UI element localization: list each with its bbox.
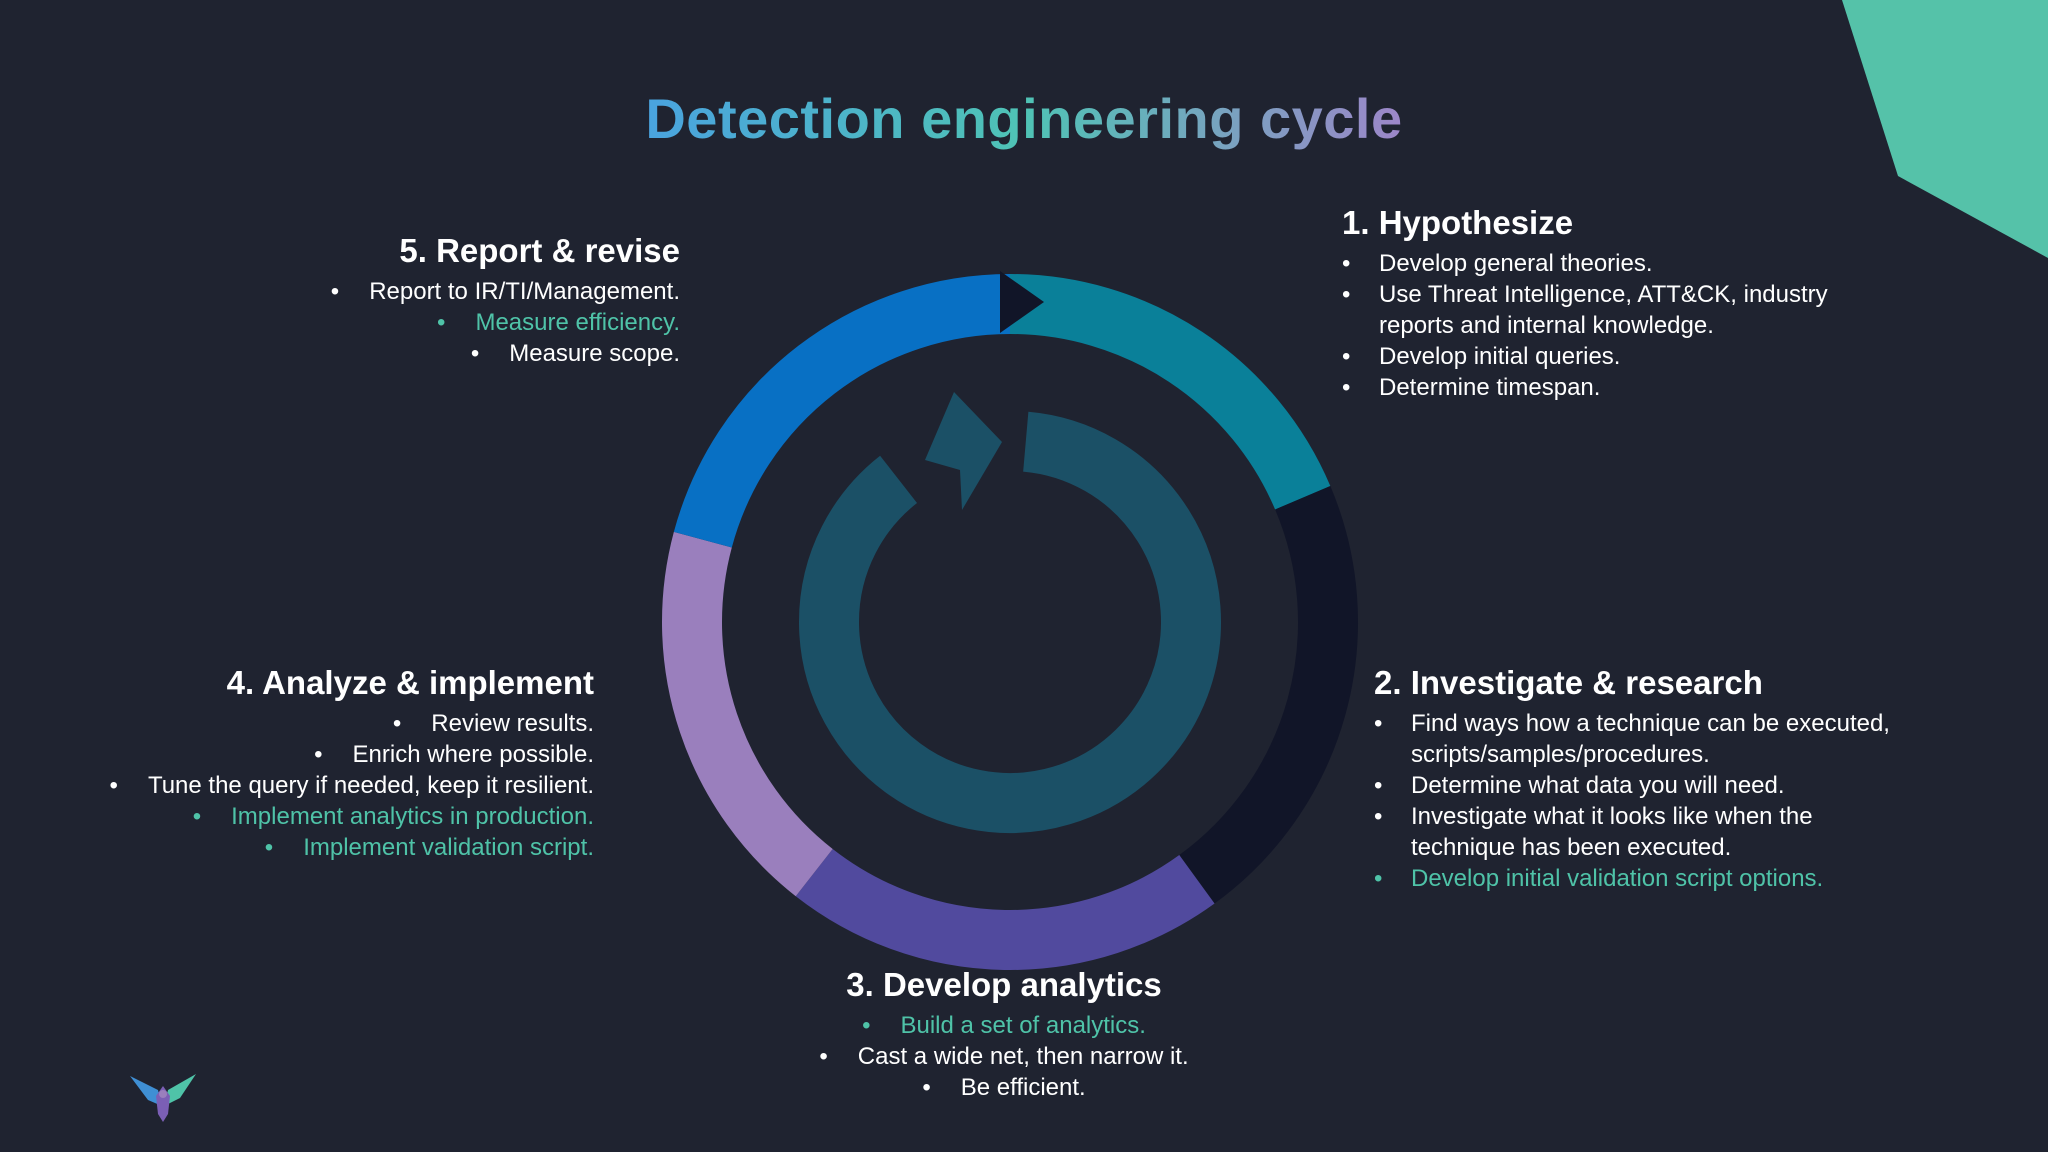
step-item-continuation: technique has been executed. (1411, 833, 1732, 861)
step-item: Develop general theories. (1342, 248, 1982, 279)
step-item: Report to IR/TI/Management. (220, 276, 680, 307)
step-item: Investigate what it looks like when the (1374, 801, 2014, 832)
inner-arrowhead (925, 392, 1002, 510)
step-title: 2. Investigate & research (1374, 664, 1763, 701)
step-item-highlight: Measure efficiency. (220, 307, 680, 338)
step-item: Measure scope. (220, 338, 680, 369)
page-title: Detection engineering cycle (645, 87, 1403, 150)
step-title: 3. Develop analytics (846, 966, 1162, 1003)
step-report: 5. Report & revise Report to IR/TI/Manag… (220, 232, 680, 369)
step-develop: 3. Develop analytics Build a set of anal… (624, 966, 1384, 1103)
step-item: Determine timespan. (1342, 372, 1982, 403)
ring-segment-report (673, 274, 1011, 548)
step-item-highlight: Implement analytics in production. (94, 801, 594, 832)
step-item: Review results. (94, 708, 594, 739)
step-item-highlight: Implement validation script. (94, 832, 594, 863)
ring-segment-develop (795, 848, 1215, 970)
step-item-highlight: Develop initial validation script option… (1374, 863, 2014, 894)
step-title: 4. Analyze & implement (226, 664, 594, 701)
inner-cycle-arrow (799, 392, 1221, 833)
ring-segment-analyze (662, 531, 833, 897)
step-item: Use Threat Intelligence, ATT&CK, industr… (1342, 279, 1982, 310)
cycle-ring (662, 274, 1358, 970)
cycle-start-arrowhead (1000, 271, 1044, 333)
step-item: Determine what data you will need. (1374, 770, 2014, 801)
step-item: Develop initial queries. (1342, 341, 1982, 372)
step-item: Find ways how a technique can be execute… (1374, 708, 2014, 739)
step-analyze: 4. Analyze & implement Review results. E… (94, 664, 594, 863)
ring-segment-hypothesize (1009, 274, 1331, 510)
step-hypothesize: 1. Hypothesize Develop general theories.… (1342, 204, 1982, 403)
step-item-continuation: reports and internal knowledge. (1379, 311, 1714, 339)
step-item: Tune the query if needed, keep it resili… (94, 770, 594, 801)
step-item-continuation: scripts/samples/procedures. (1411, 740, 1710, 768)
step-title: 1. Hypothesize (1342, 204, 1574, 241)
step-item: Be efficient. (624, 1072, 1384, 1103)
step-item: Cast a wide net, then narrow it. (624, 1041, 1384, 1072)
ring-segment-investigate (1179, 486, 1358, 904)
step-item: Enrich where possible. (94, 739, 594, 770)
step-title: 5. Report & revise (399, 232, 680, 269)
bird-logo-icon (130, 1074, 196, 1122)
step-item-highlight: Build a set of analytics. (624, 1010, 1384, 1041)
step-investigate: 2. Investigate & research Find ways how … (1374, 664, 2014, 894)
